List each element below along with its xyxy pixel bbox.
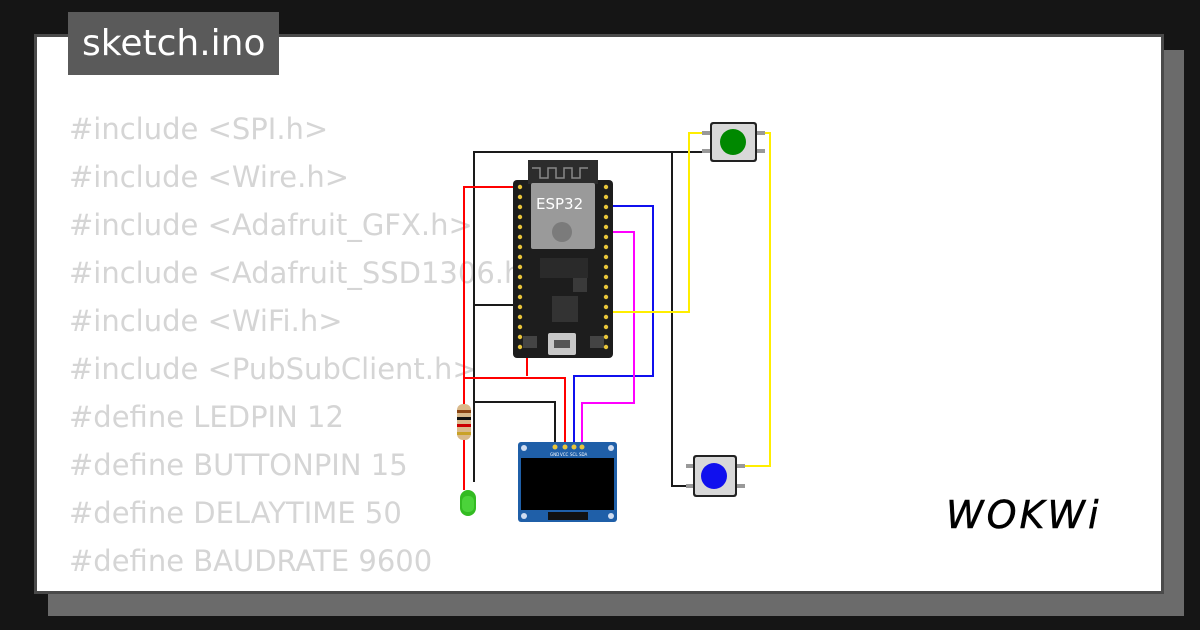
code-line: #define LEDPIN 12: [69, 400, 344, 434]
wire-yellow-btn2: [738, 132, 771, 467]
green-pushbutton[interactable]: [702, 122, 765, 162]
wire-black-left: [474, 401, 556, 446]
esp32-label: ESP32: [536, 195, 583, 213]
wokwi-logo: WOKWi: [946, 493, 1102, 538]
code-line: #include <PubSubClient.h>: [69, 352, 477, 386]
code-line: #include <Adafruit_GFX.h>: [69, 208, 473, 242]
blue-pushbutton[interactable]: [686, 455, 745, 497]
oled-pin-scl: SCL: [570, 452, 578, 457]
wire-blue-scl: [573, 205, 654, 446]
wire-black-btn: [671, 152, 700, 487]
code-line: #define BAUDRATE 9600: [69, 544, 433, 578]
code-line: #include <Wire.h>: [69, 160, 350, 194]
code-line: #include <Adafruit_SSD1306.h>: [69, 256, 547, 290]
wire-black-top: [473, 151, 718, 482]
code-line: #include <SPI.h>: [69, 112, 329, 146]
code-line: #include <WiFi.h>: [69, 304, 343, 338]
oled-pin-sda: SDA: [579, 452, 588, 457]
resistor[interactable]: [457, 404, 471, 440]
code-line: #define BUTTONPIN 15: [69, 448, 408, 482]
wokwi-logo-text: WOKWi: [946, 493, 1102, 537]
esp32-board[interactable]: ESP32: [513, 160, 613, 358]
oled-pin-gnd: GND: [550, 452, 559, 457]
oled-display[interactable]: GND VCC SCL SDA: [518, 442, 617, 522]
oled-pin-vcc: VCC: [560, 452, 569, 457]
wire-yellow-btn1: [600, 132, 718, 313]
file-tab[interactable]: sketch.ino: [68, 12, 280, 75]
wire-magenta-sda: [581, 231, 635, 446]
code-line: #define DELAYTIME 50: [69, 496, 402, 530]
code-preview: #include <SPI.h> #include <Wire.h> #incl…: [69, 105, 547, 591]
green-led[interactable]: [460, 490, 476, 516]
